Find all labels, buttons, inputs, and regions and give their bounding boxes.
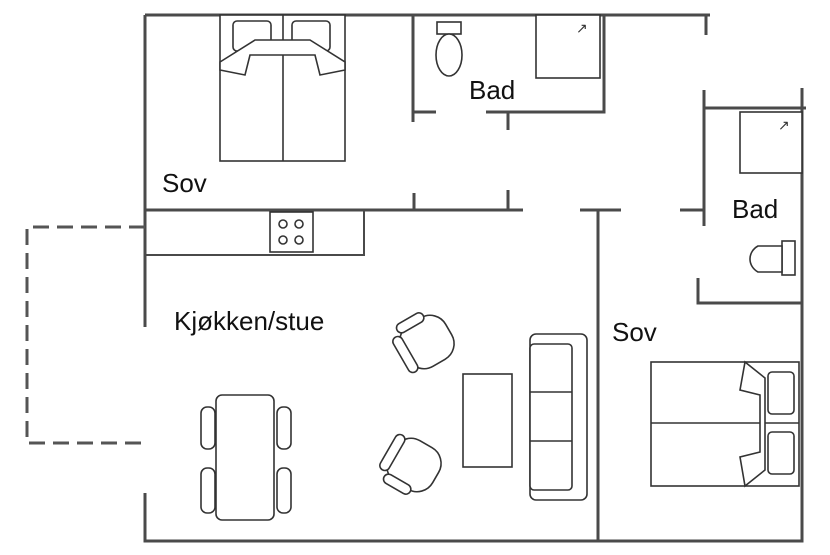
toilet-icon	[435, 21, 463, 77]
room-label-bathroom-1: Bad	[469, 75, 515, 105]
room-label-bedroom-1: Sov	[162, 168, 207, 198]
room-label-kitchen-living: Kjøkken/stue	[174, 306, 324, 336]
double-bed-icon	[650, 360, 800, 488]
kitchen-counter	[145, 210, 365, 256]
svg-text:↗: ↗	[778, 119, 790, 134]
room-label-bedroom-2: Sov	[612, 317, 657, 347]
shower-icon: ↗	[739, 111, 803, 174]
dining-table-icon	[200, 394, 292, 521]
shower-icon: ↗	[535, 14, 601, 79]
walls	[143, 13, 806, 543]
balcony-outline	[25, 225, 145, 445]
armchair-icon	[379, 433, 442, 495]
svg-text:↗: ↗	[576, 22, 588, 37]
room-label-bathroom-2: Bad	[732, 194, 778, 224]
sofa-icon	[529, 333, 588, 501]
coffee-table	[462, 373, 513, 468]
stove-icon	[278, 219, 304, 245]
double-bed-icon	[219, 14, 346, 162]
armchair-icon	[392, 312, 455, 374]
toilet-icon	[749, 240, 796, 276]
